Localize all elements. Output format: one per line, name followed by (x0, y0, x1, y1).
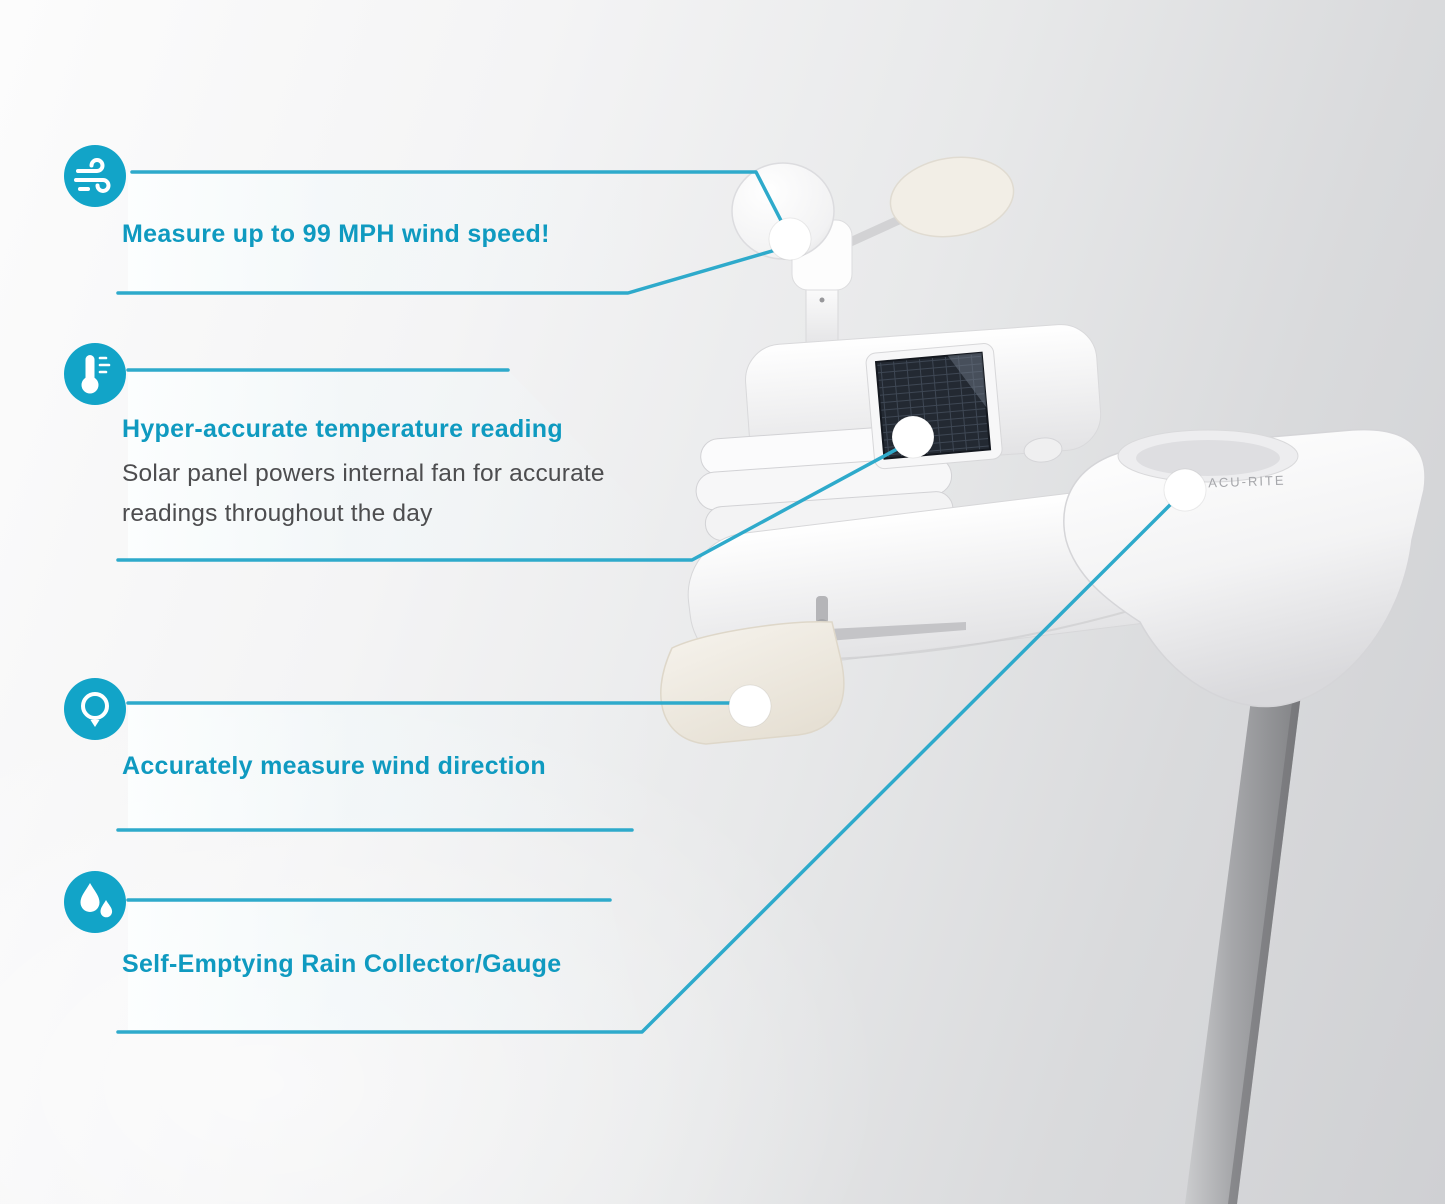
line-temperature-bottom (116, 440, 912, 562)
raindrops-icon (64, 871, 126, 933)
callout-title-wind-speed: Measure up to 99 MPH wind speed! (122, 220, 550, 248)
wind-vane-blade (660, 621, 845, 745)
rain-collector: ACU-RITE (1063, 428, 1426, 708)
line-wind-speed-top (130, 170, 792, 240)
brand-label: ACU-RITE (1208, 473, 1286, 491)
callout-title-wind-direction: Accurately measure wind direction (122, 752, 546, 780)
callout-title-temperature: Hyper-accurate temperature reading (122, 415, 563, 443)
dot-wind-speed (768, 217, 812, 261)
callout-endpoint-dots (728, 217, 1207, 728)
dot-rain (1163, 468, 1207, 512)
mounting-pole (1185, 682, 1303, 1204)
dot-wind-direction (728, 684, 772, 728)
solar-panel (865, 343, 1003, 470)
callout-desc-temperature-line1: Solar panel powers internal fan for accu… (122, 460, 605, 487)
wind-icon (64, 145, 126, 207)
line-wind-speed-bottom (116, 245, 788, 295)
thermometer-icon (64, 343, 126, 405)
wind-vane (660, 596, 966, 745)
callout-lines (116, 170, 1184, 1034)
sensor-cap (1023, 437, 1063, 463)
callout-desc-temperature-line2: readings throughout the day (122, 500, 433, 527)
wind-cup-right (889, 156, 1015, 238)
line-rain-bottom (116, 491, 1184, 1034)
dot-temperature (891, 415, 935, 459)
callout-title-rain: Self-Emptying Rain Collector/Gauge (122, 950, 562, 978)
wind-direction-icon (64, 678, 126, 740)
wind-vane-tail (828, 622, 966, 641)
